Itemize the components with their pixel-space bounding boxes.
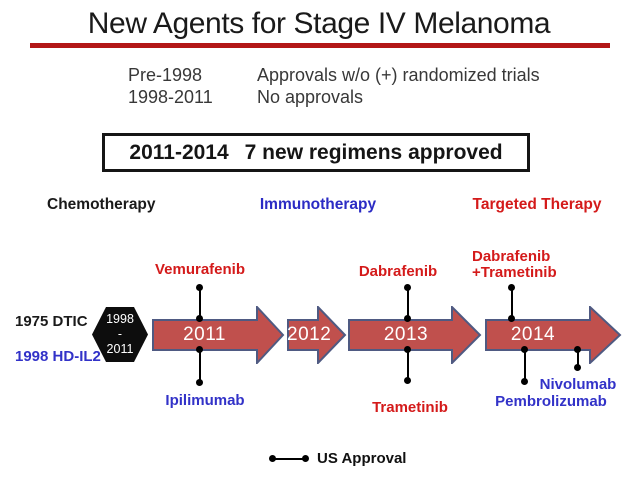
drug-pembrolizumab: Pembrolizumab bbox=[495, 393, 607, 410]
year-label: 2013 bbox=[383, 324, 429, 345]
drug-dabrafenib-trametinib-line2: +Trametinib bbox=[472, 263, 557, 281]
connector-dot bbox=[196, 315, 203, 322]
highlight-text: 7 new regimens approved bbox=[244, 140, 503, 164]
connector-trametinib bbox=[404, 346, 411, 384]
drug-dabrafenib-trametinib: Dabrafenib +Trametinib bbox=[472, 249, 557, 280]
hexagon-line2: - bbox=[117, 327, 123, 341]
connector-dot bbox=[574, 346, 581, 353]
hexagon-line3: 2011 bbox=[106, 342, 134, 356]
connector-dot bbox=[196, 284, 203, 291]
drug-ipilimumab: Ipilimumab bbox=[165, 392, 245, 409]
connector-dot bbox=[574, 364, 581, 371]
highlight-range: 2011-2014 bbox=[129, 140, 229, 164]
year-label: 2012 bbox=[287, 324, 332, 345]
history-status: Approvals w/o (+) randomized trials bbox=[257, 65, 540, 85]
approval-history: Pre-1998 Approvals w/o (+) randomized tr… bbox=[128, 64, 540, 108]
connector-dot bbox=[508, 315, 515, 322]
legend-dot bbox=[302, 455, 309, 462]
arrow-shape-icon bbox=[485, 306, 622, 364]
arrow-shape-icon bbox=[152, 306, 285, 364]
drug-trametinib: Trametinib bbox=[372, 399, 448, 416]
connector-dot bbox=[404, 377, 411, 384]
timeline-arrow-2012: 2012 bbox=[287, 306, 347, 364]
history-row-pre1998: Pre-1998 Approvals w/o (+) randomized tr… bbox=[128, 64, 540, 86]
category-immunotherapy: Immunotherapy bbox=[259, 196, 377, 213]
page-title: New Agents for Stage IV Melanoma bbox=[87, 7, 551, 40]
pre-era-dtic-label: 1975 DTIC bbox=[15, 313, 88, 330]
connector-dot bbox=[404, 346, 411, 353]
drug-nivolumab: Nivolumab bbox=[539, 376, 617, 393]
connector-dot bbox=[404, 284, 411, 291]
hexagon-line1: 1998 bbox=[106, 312, 134, 326]
legend-dot bbox=[269, 455, 276, 462]
year-label: 2011 bbox=[183, 324, 226, 345]
connector-dot bbox=[521, 378, 528, 385]
arrow-shape-icon bbox=[348, 306, 482, 364]
connector-nivolumab bbox=[574, 346, 581, 371]
category-chemotherapy: Chemotherapy bbox=[47, 196, 156, 213]
legend-us-approval: US Approval bbox=[317, 450, 407, 467]
drug-dabrafenib-trametinib-line1: Dabrafenib bbox=[472, 248, 551, 265]
arrow-shape-icon bbox=[287, 306, 347, 364]
timeline-arrow-2011: 2011 bbox=[152, 306, 285, 364]
connector-vemurafenib bbox=[196, 284, 203, 322]
drug-dabrafenib: Dabrafenib bbox=[358, 263, 438, 280]
title-underline bbox=[30, 43, 610, 48]
drug-vemurafenib: Vemurafenib bbox=[154, 261, 246, 278]
highlight-box: 2011-2014 7 new regimens approved bbox=[102, 133, 530, 172]
year-label: 2014 bbox=[510, 324, 556, 345]
history-row-1998-2011: 1998-2011 No approvals bbox=[128, 86, 540, 108]
connector-dot bbox=[196, 379, 203, 386]
connector-dabrafenib bbox=[404, 284, 411, 322]
connector-dot bbox=[404, 315, 411, 322]
history-period: Pre-1998 bbox=[128, 65, 203, 85]
history-status: No approvals bbox=[257, 87, 364, 107]
us-approval-marker-icon bbox=[269, 455, 309, 462]
history-period: 1998-2011 bbox=[128, 87, 213, 107]
connector-dabrafenib-trametinib bbox=[508, 284, 515, 322]
timeline-arrow-2013: 2013 bbox=[348, 306, 482, 364]
connector-dot bbox=[508, 284, 515, 291]
connector-pembrolizumab bbox=[521, 346, 528, 385]
connector-dot bbox=[521, 346, 528, 353]
connector-dot bbox=[196, 346, 203, 353]
connector-ipilimumab bbox=[196, 346, 203, 386]
pre-era-hdil2-label: 1998 HD-IL2 bbox=[15, 348, 101, 365]
timeline-arrow-2014: 2014 bbox=[485, 306, 622, 364]
category-targeted-therapy: Targeted Therapy bbox=[472, 196, 602, 213]
